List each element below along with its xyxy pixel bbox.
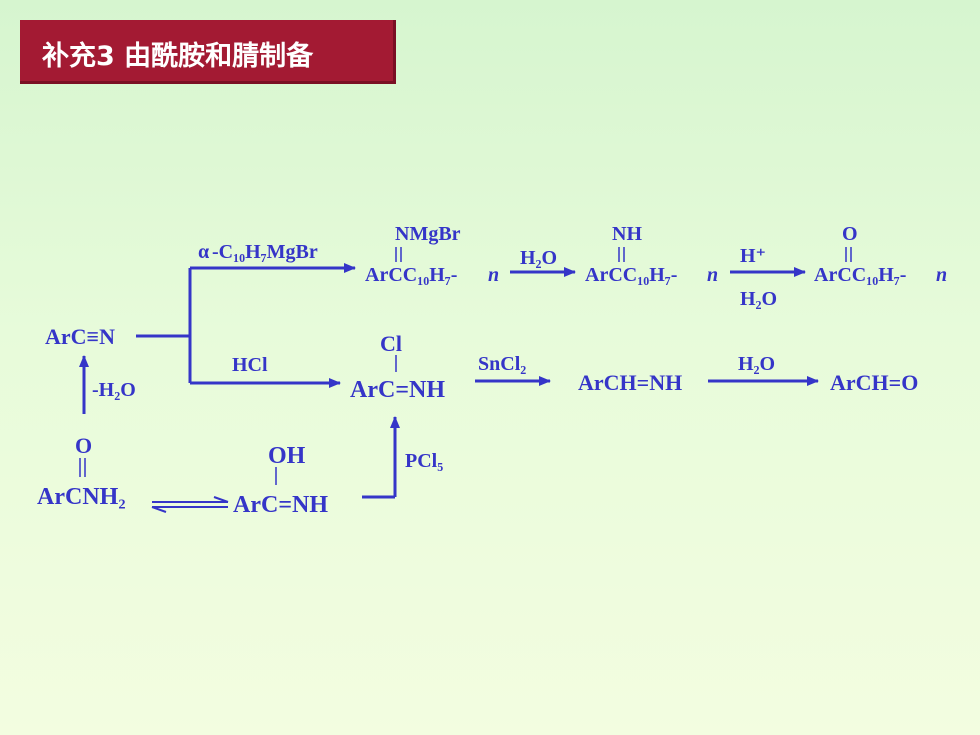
amide-oxygen: O: [75, 433, 92, 458]
sncl2-reagent: SnCl₂: [478, 353, 526, 375]
amide-label: ArCNH₂: [37, 484, 126, 510]
water-reagent-2: H₂O: [740, 288, 777, 310]
hcl-reagent: HCl: [232, 354, 268, 376]
imidoyl-chloride-label: ArC=NH: [350, 377, 445, 403]
pcl5-reagent: PCl₅: [405, 450, 443, 472]
grignard-alpha: α: [198, 241, 209, 263]
acid-reagent: H⁺: [740, 245, 766, 267]
ketone-oxygen: O: [842, 223, 858, 245]
water-reagent-3: H₂O: [738, 353, 775, 375]
n-italic-2: n: [707, 264, 718, 286]
ketimine-salt-label: ArCC₁₀H₇-: [365, 264, 457, 286]
slide-title: 补充3 由酰胺和腈制备: [42, 41, 314, 72]
equilibrium-forward-head: [213, 496, 229, 503]
n-italic-1: n: [488, 264, 499, 286]
title-banner: 补充3 由酰胺和腈制备: [20, 20, 396, 84]
aldimine-label: ArCH=NH: [578, 370, 682, 395]
nh-label: NH: [612, 223, 642, 245]
hydroxyl-label: OH: [268, 443, 306, 469]
equilibrium-reverse-head: [151, 506, 167, 513]
nmgbr-label: NMgBr: [395, 223, 461, 245]
aldehyde-label: ArCH=O: [830, 370, 918, 395]
imidic-acid-label: ArC=NH: [233, 492, 328, 518]
nitrile-label: ArC≡N: [45, 324, 115, 349]
dehydration-label: -H₂O: [92, 379, 136, 401]
ketone-label: ArCC₁₀H₇-: [814, 264, 906, 286]
water-reagent-1: H₂O: [520, 247, 557, 269]
chlorine-label: Cl: [380, 331, 402, 356]
n-italic-3: n: [936, 264, 947, 286]
grignard-reagent: -C₁₀H₇MgBr: [212, 241, 318, 263]
ketimine-label: ArCC₁₀H₇-: [585, 264, 677, 286]
